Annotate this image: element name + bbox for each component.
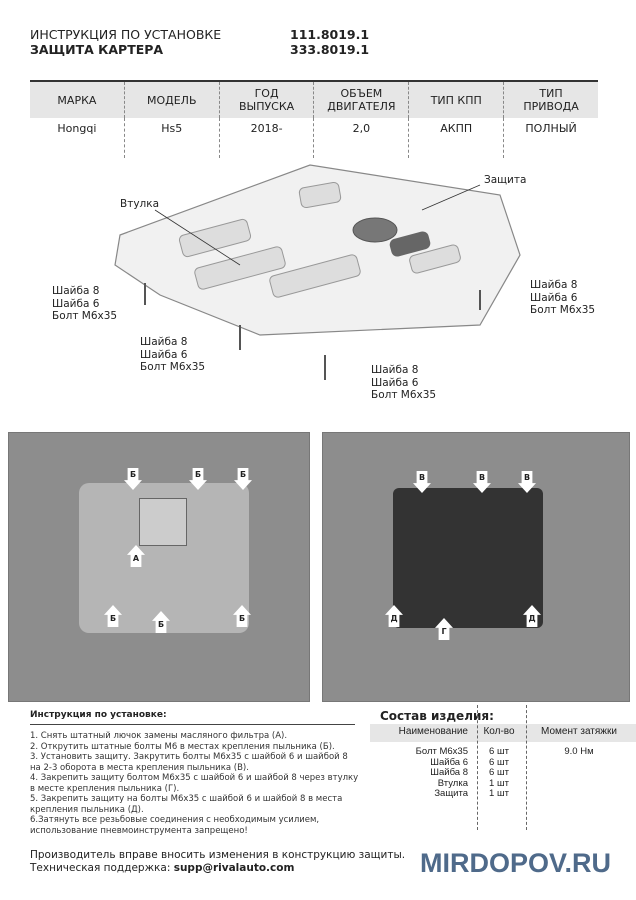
arrow-v: В <box>413 471 431 493</box>
composition-title: Состав изделия: <box>380 709 494 723</box>
spec-value: ПОЛНЫЙ <box>503 118 598 158</box>
product-title: ЗАЩИТА КАРТЕРА <box>30 42 164 57</box>
footer-support: Техническая поддержка: supp@rivalauto.co… <box>30 862 295 874</box>
arrow-v: В <box>518 471 536 493</box>
part-code-1: 111.8019.1 <box>290 27 370 42</box>
instructions-title: Инструкция по установке: <box>30 710 167 720</box>
footer-note: Производитель вправе вносить изменения в… <box>30 849 406 861</box>
support-email[interactable]: supp@rivalauto.com <box>173 862 295 874</box>
arrow-b: Б <box>104 605 122 627</box>
arrow-b: Б <box>233 605 251 627</box>
instruction-step: 4. Закрепить защиту болтом М6х35 с шайбо… <box>30 773 359 794</box>
spec-value: Hongqi <box>57 122 97 135</box>
guard-diagram <box>114 164 521 380</box>
spec-header: ТИП КПП <box>408 82 503 118</box>
arrow-a: А <box>127 545 145 567</box>
arrow-b: Б <box>124 468 142 490</box>
arrow-b: Б <box>152 611 170 633</box>
spec-value: АКПП <box>408 118 503 158</box>
instruction-step: 6.Затянуть все резьбовые соединения с не… <box>30 815 320 836</box>
spec-header: МАРКА <box>57 93 97 107</box>
spec-header: МОДЕЛЬ <box>123 82 219 118</box>
guard-label: Защита <box>484 174 527 186</box>
spec-value: 2,0 <box>313 118 408 158</box>
instruction-step: 3. Установить защиту. Закрутить болты М6… <box>30 752 348 773</box>
arrow-v: В <box>473 471 491 493</box>
instruction-step: 1. Снять штатный лючок замены масляного … <box>30 731 288 741</box>
doc-title: ИНСТРУКЦИЯ ПО УСТАНОВКЕ <box>30 27 222 42</box>
instruction-step: 2. Открутить штатные болты М6 в местах к… <box>30 741 335 752</box>
arrow-b: Б <box>234 468 252 490</box>
arrow-b: Б <box>189 468 207 490</box>
arrow-g: Г <box>435 618 453 640</box>
bushing-label: Втулка <box>120 198 160 210</box>
spec-value: 2018- <box>218 118 314 158</box>
arrow-d: Д <box>523 605 541 627</box>
arrow-d: Д <box>385 605 403 627</box>
spec-value: Hs5 <box>123 118 219 158</box>
photo-before: Б Б Б А Б Б Б <box>8 432 310 702</box>
photo-after: В В В Д Г Д <box>322 432 630 702</box>
instructions-list: 1. Снять штатный лючок замены масляного … <box>30 731 360 836</box>
part-code-2: 333.8019.1 <box>290 42 370 57</box>
instruction-step: 5. Закрепить защиту на болты М6х35 с шай… <box>30 794 343 815</box>
watermark-logo: MIRDOPOV.RU <box>420 848 612 878</box>
